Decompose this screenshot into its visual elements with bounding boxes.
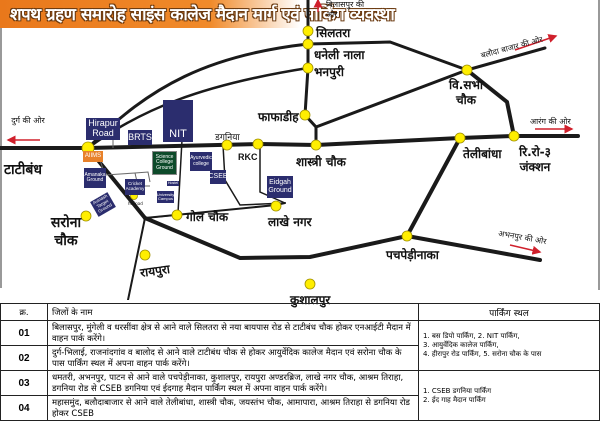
parking-item: 3. आयुर्वेदिक कालेज पार्किंग, xyxy=(423,341,499,349)
parking-group-1: 1. बस डिपो पार्किंग, 2. NIT पार्किंग, 3.… xyxy=(418,320,600,371)
place-rkc: RKC xyxy=(238,152,258,162)
row-text: धमतरी, अभनपुर, पाटन से आने वाले पचपेड़ीन… xyxy=(47,370,419,396)
place-ring-road-3: रि.रो-३ जंक्शन xyxy=(519,145,551,174)
place-telibandha: तेलीबांधा xyxy=(463,147,502,161)
row-num: 04 xyxy=(0,395,48,421)
table-row: 01 बिलासपुर, मुंगेली व धरसींवा क्षेत्र स… xyxy=(0,320,600,371)
landmark-amanaka-ground: Amanaka Ground xyxy=(84,168,106,188)
junction-lakhe-nagar xyxy=(270,200,282,212)
landmark-cricket-academy: Cricket Academy xyxy=(125,179,145,195)
place-lakhe-nagar: लाखे नगर xyxy=(268,215,312,229)
frame-border-right xyxy=(598,0,600,290)
row-num: 02 xyxy=(0,345,48,371)
row-num: 03 xyxy=(0,370,48,396)
junction-sarona xyxy=(80,210,92,222)
junction-telibandha xyxy=(454,132,466,144)
arrow-baloda-bazar xyxy=(514,34,558,51)
road-nit-golchowk xyxy=(177,139,183,214)
road-telibandha-pachpedi xyxy=(405,136,462,238)
road-vidhansabha-shastri xyxy=(314,68,469,129)
parking-item: 4. हीरापुर रोड पार्किंग, 5. सरोना चौक के… xyxy=(423,350,542,358)
row-text: दुर्ग-भिलाई, राजनांदगांव व बालोद से आने … xyxy=(47,345,419,371)
junction-rkc xyxy=(252,138,264,150)
place-gol-chowk: गोल चौक xyxy=(186,210,229,224)
road-raipura-south xyxy=(127,217,146,300)
routes-parking-table: क्र. जिलों के नाम पार्किंग स्थल 01 बिलास… xyxy=(0,303,600,421)
landmark-helipad: helipad xyxy=(128,201,143,206)
frame-border-left xyxy=(0,28,2,288)
road-bhanpuri-phaphadih xyxy=(303,66,310,117)
road-rkc-lakhenagar xyxy=(259,143,286,204)
page-title: शपथ ग्रहण समारोह साइंस कालेज मैदान मार्ग… xyxy=(10,5,395,25)
landmark-university-campus: University Campus xyxy=(156,191,175,203)
place-sarona-chowk: सरोना चौक xyxy=(50,215,82,249)
junction-ring-road-3 xyxy=(508,130,520,142)
junction-phaphadih xyxy=(299,109,311,121)
landmark-brts: BRTS xyxy=(128,130,152,145)
direction-label-arang: आरंग की ओर xyxy=(530,117,571,126)
place-dhaneli-nala: धनेली नाला xyxy=(314,48,365,62)
road-vidhansabha-ring xyxy=(465,68,516,138)
table-header-row: क्र. जिलों के नाम पार्किंग स्थल xyxy=(0,303,600,321)
junction-gol-chowk xyxy=(171,209,183,221)
road-raipura-kushalpur xyxy=(143,216,409,261)
arrow-abhanpur xyxy=(509,244,542,255)
direction-label-durg: दुर्ग की ओर xyxy=(11,116,45,125)
junction-dhaneli-nala xyxy=(302,38,314,50)
col-header-districts: जिलों के नाम xyxy=(47,303,419,321)
landmark-ayurvedic-college: Ayurvedic college xyxy=(190,152,212,171)
junction-bhanpuri xyxy=(302,62,314,74)
title-banner: शपथ ग्रहण समारोह साइंस कालेज मैदान मार्ग… xyxy=(0,0,395,28)
parking-item: 2. ईद गाह मैदान पार्किंग xyxy=(423,395,486,404)
junction-dagania xyxy=(221,139,233,151)
direction-label-bilaspur: बिलासपुर की ओर xyxy=(326,0,365,19)
place-phaphadih: फाफाडीह xyxy=(258,110,299,124)
junction-siltara xyxy=(302,25,314,37)
place-tatibandh: टाटीबंध xyxy=(4,162,42,178)
junction-shastri xyxy=(310,139,322,151)
road-baloda-bazar xyxy=(465,46,547,72)
landmark-cseb: CSEB xyxy=(208,170,228,184)
junction-kushalpur xyxy=(304,278,316,290)
landmark-nit: NIT xyxy=(163,100,193,142)
landmark-aiims: AIIMS xyxy=(83,151,103,162)
row-text: महासमुंद, बलौदाबाजार से आने वाले तेलीबां… xyxy=(47,395,419,421)
place-vidhansabha: वि.सभा चौक xyxy=(449,78,483,107)
place-shastri-chowk: शास्त्री चौक xyxy=(296,155,346,169)
place-pachpedi-naka: पचपेड़ीनाका xyxy=(386,248,439,262)
junction-pachpedi xyxy=(401,230,413,242)
table-row: 02 दुर्ग-भिलाई, राजनांदगांव व बालोद से आ… xyxy=(0,345,600,371)
place-bhanpuri: भनपुरी xyxy=(314,65,344,79)
col-header-parking: पार्किंग स्थल xyxy=(418,303,600,321)
landmark-eidgah-ground: Eidgah Ground xyxy=(267,176,293,198)
route-map xyxy=(0,0,580,300)
junction-vidhansabha xyxy=(461,64,473,76)
road-pachpedi-abhanpur xyxy=(405,234,542,262)
place-siltara: सिलतरा xyxy=(316,26,351,40)
landmark-science-college-ground: Science College Ground xyxy=(152,151,177,175)
junction-raipura xyxy=(139,249,151,261)
parking-group-2: 1. CSEB डगनिया पार्किंग 2. ईद गाह मैदान … xyxy=(418,370,600,421)
row-num: 01 xyxy=(0,320,48,346)
col-header-num: क्र. xyxy=(0,303,48,321)
landmark-hostel: Hostel xyxy=(167,180,179,186)
parking-item: 1. बस डिपो पार्किंग, 2. NIT पार्किंग, xyxy=(423,332,520,340)
row-text: बिलासपुर, मुंगेली व धरसींवा क्षेत्र से आ… xyxy=(47,320,419,346)
place-dagania: डगनिया xyxy=(215,133,240,143)
landmark-hirapur-road: Hirapur Road xyxy=(86,118,120,140)
parking-item: 1. CSEB डगनिया पार्किंग xyxy=(423,386,492,395)
table-row: 03 धमतरी, अभनपुर, पाटन से आने वाले पचपेड… xyxy=(0,370,600,421)
road-dagania-lakhenagar xyxy=(222,144,286,206)
